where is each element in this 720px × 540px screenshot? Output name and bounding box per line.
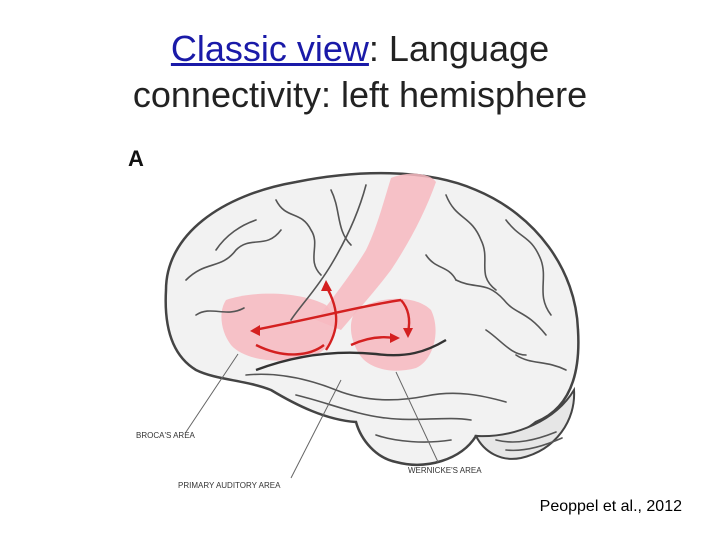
label-leaders (185, 353, 439, 479)
auditory-leader (290, 379, 342, 479)
panel-letter: A (128, 146, 144, 171)
arrow-head-right (390, 333, 400, 343)
slide-title: Classic view: Language connectivity: lef… (0, 26, 720, 118)
arrow-head-down (403, 328, 413, 338)
arrow-head-up (321, 280, 332, 291)
title-link-classic-view[interactable]: Classic view (170, 28, 369, 69)
wernicke-leader (395, 371, 439, 463)
label-primary-auditory-area: PRIMARY AUDITORY AREA (178, 481, 281, 490)
broca-leader (185, 353, 239, 433)
upward-arrow (324, 285, 338, 351)
label-wernicke-area: WERNICKE'S AREA (408, 466, 482, 475)
arrow-head-left (250, 325, 260, 336)
label-broca-area: BROCA'S AREA (136, 431, 196, 440)
title-text-line1: : Language (368, 28, 550, 69)
sylvian-fissure (255, 338, 447, 372)
brain-diagram: A (126, 140, 596, 500)
broca-area-highlight (221, 293, 335, 361)
brain-diagram-svg: A (128, 146, 580, 490)
title-text-line2: connectivity: left hemisphere (132, 74, 588, 115)
citation: Peoppel et al., 2012 (539, 498, 682, 515)
motor-strip-highlight (316, 173, 436, 330)
broca-loop-arrow (255, 343, 325, 356)
arcuate-arrow (253, 298, 402, 332)
gyri-lines (185, 184, 567, 452)
arrow-heads (250, 280, 413, 343)
